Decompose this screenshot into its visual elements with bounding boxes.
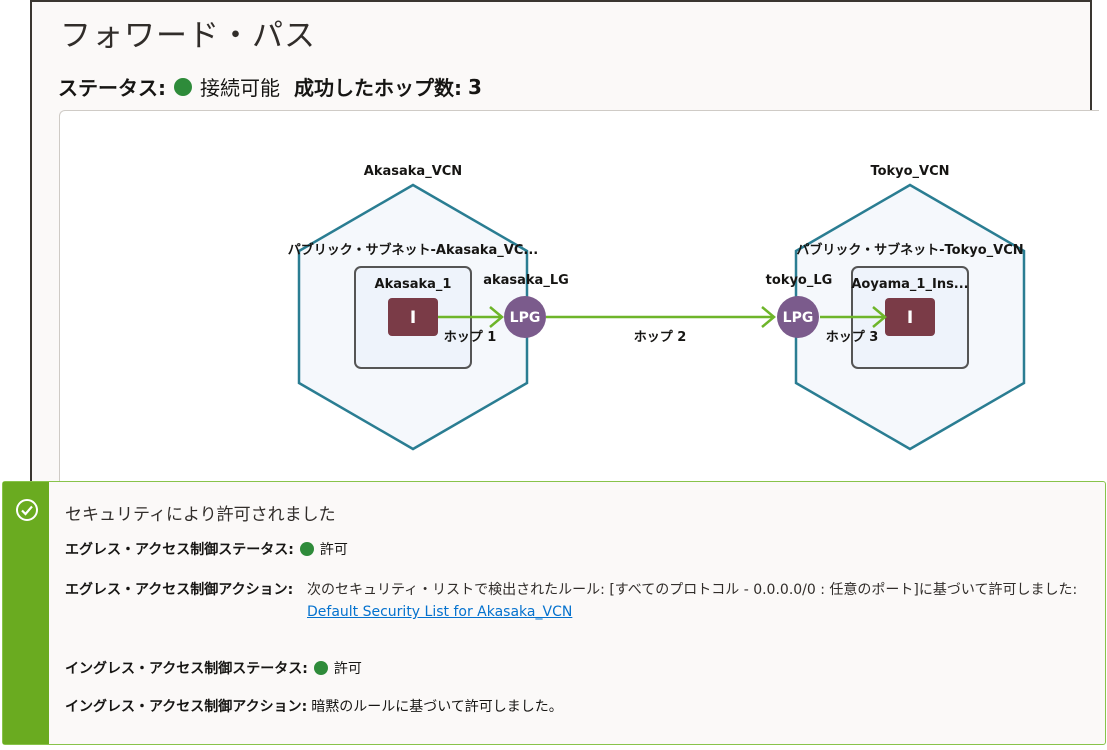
egress-status-row: エグレス・アクセス制御ステータス: 許可 (65, 539, 348, 559)
status-label: ステータス: (58, 76, 166, 100)
right-lpg-glyph: LPG (783, 310, 814, 326)
left-subnet-label: パブリック・サブネット-Akasaka_VC... (288, 242, 538, 258)
right-instance-label: Aoyama_1_Ins... (851, 277, 968, 292)
ingress-status-value: 許可 (333, 661, 362, 677)
left-lpg-glyph: LPG (510, 310, 541, 326)
security-title: セキュリティにより許可されました (65, 505, 336, 525)
ingress-action-label: イングレス・アクセス制御アクション: (65, 699, 308, 715)
egress-action-text: 次のセキュリティ・リストで検出されたルール: [すべてのプロトコル - 0.0.… (307, 582, 1078, 598)
ingress-status-label: イングレス・アクセス制御ステータス: (65, 661, 308, 677)
egress-status-value: 許可 (319, 542, 348, 558)
left-instance-glyph: I (410, 308, 416, 328)
security-list-link[interactable]: Default Security List for Akasaka_VCN (307, 604, 573, 620)
hop-2-arrow (546, 306, 776, 328)
egress-action-value: 次のセキュリティ・リストで検出されたルール: [すべてのプロトコル - 0.0.… (307, 579, 1097, 623)
success-stripe (3, 482, 49, 744)
egress-status-label: エグレス・アクセス制御ステータス: (65, 542, 294, 558)
egress-status-ok-icon (299, 542, 314, 556)
hop-1-label: ホップ 1 (444, 330, 497, 345)
left-vcn-label: Akasaka_VCN (364, 164, 462, 179)
hop-1-arrow (438, 306, 504, 328)
left-lpg-name: akasaka_LG (483, 273, 569, 288)
hop-3-arrow (820, 306, 887, 328)
hops-label: 成功したホップ数: (294, 76, 462, 100)
egress-action-label: エグレス・アクセス制御アクション: (65, 582, 294, 598)
path-diagram: Akasaka_VCN パブリック・サブネット-Akasaka_VC... Ak… (59, 110, 1099, 495)
hop-2-label: ホップ 2 (634, 330, 687, 345)
status-ok-icon (174, 77, 192, 96)
right-subnet-label: パブリック・サブネット-Tokyo_VCN (796, 242, 1023, 258)
hops-count: 3 (468, 74, 482, 99)
hop-3-label: ホップ 3 (826, 330, 879, 345)
path-diagram-svg: Akasaka_VCN パブリック・サブネット-Akasaka_VC... Ak… (288, 164, 1026, 451)
ingress-status-ok-icon (313, 661, 328, 675)
left-instance-icon[interactable] (388, 298, 438, 336)
forward-path-panel: フォワード・パス ステータス: 接続可能 成功したホップ数: 3 Akasaka… (30, 0, 1099, 495)
ingress-action-value: 暗黙のルールに基づいて許可しました。 (311, 699, 563, 715)
right-vcn-label: Tokyo_VCN (870, 164, 949, 179)
check-circle-icon (16, 499, 38, 521)
left-lpg-node[interactable] (504, 296, 546, 338)
ingress-action-row: イングレス・アクセス制御アクション: 暗黙のルールに基づいて許可しました。 (65, 696, 563, 716)
status-line: ステータス: 接続可能 成功したホップ数: 3 (58, 72, 482, 101)
left-instance-label: Akasaka_1 (375, 277, 452, 292)
right-instance-icon[interactable] (885, 298, 935, 336)
page-title: フォワード・パス (60, 18, 316, 54)
right-lpg-name: tokyo_LG (766, 273, 833, 288)
ingress-status-row: イングレス・アクセス制御ステータス: 許可 (65, 658, 362, 678)
right-lpg-node[interactable] (777, 296, 819, 338)
status-value: 接続可能 (200, 76, 280, 100)
right-instance-glyph: I (907, 308, 913, 328)
security-result-panel: セキュリティにより許可されました エグレス・アクセス制御ステータス: 許可 エグ… (2, 481, 1106, 745)
